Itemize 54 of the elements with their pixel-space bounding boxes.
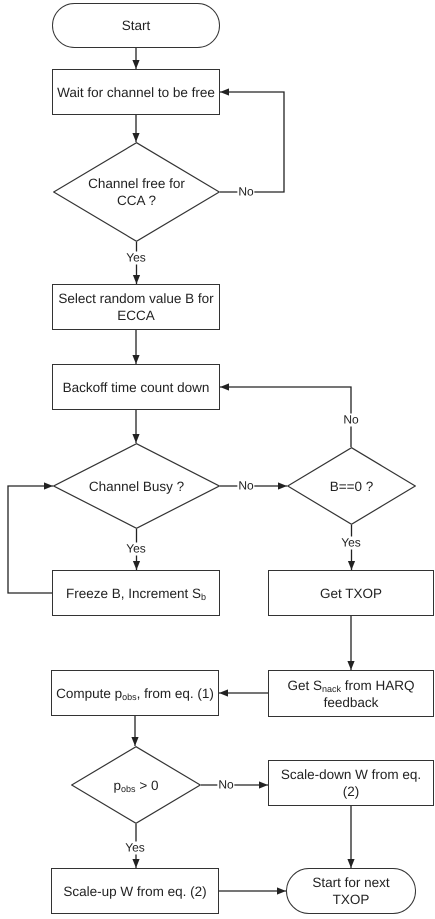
node-text: Channel Busy ? (88, 478, 184, 494)
edge-label: No (342, 414, 360, 426)
process-box (52, 69, 220, 115)
arrow (220, 88, 285, 193)
arrow (132, 330, 140, 364)
decision-diamond (71, 746, 201, 824)
node-text: Get S$_{nack}$ from HARQ feedback (286, 676, 416, 710)
node-text: Backoff time count down (62, 378, 210, 396)
process-box (51, 868, 219, 914)
node-text: Scale-down W from eq. (2) (280, 766, 422, 800)
node-text: Get TXOP (320, 584, 382, 602)
process-box (51, 670, 219, 716)
terminal-shape (52, 3, 220, 48)
arrow (348, 525, 356, 570)
process-box (52, 364, 220, 410)
node-text: Channel free for CCA ? (87, 175, 186, 209)
arrow (219, 689, 268, 697)
arrow (219, 887, 286, 895)
edge-label: Yes (340, 536, 362, 550)
terminal-shape (286, 868, 416, 914)
decision-diamond (53, 142, 220, 242)
node-text: Freeze B, Increment S$_{b}$ (66, 584, 206, 602)
node-text: B==0 ? (330, 478, 374, 494)
edge-label: No (237, 186, 255, 198)
process-box (268, 760, 434, 806)
process-box (52, 570, 220, 616)
node-text: Start for next TXOP (311, 874, 391, 908)
arrow (220, 383, 352, 447)
edge-label: No (237, 480, 255, 492)
arrow (132, 529, 140, 570)
decision-diamond (287, 447, 416, 525)
process-box (268, 570, 434, 616)
arrow (347, 806, 355, 868)
edge-label: Yes (125, 252, 147, 264)
node-text: p$_{obs}$ > 0 (114, 776, 158, 794)
arrow (132, 115, 140, 142)
arrow (132, 824, 140, 868)
edge-label: No (217, 778, 235, 792)
edge-label: Yes (124, 842, 146, 854)
node-text: Select random value B for ECCA (57, 290, 215, 324)
arrow (132, 48, 140, 69)
process-box (268, 670, 434, 717)
arrow (7, 482, 53, 594)
node-text: Compute p$_{obs}$, from eq. (1) (56, 684, 214, 702)
arrow (347, 616, 355, 670)
decision-diamond (53, 443, 220, 529)
edge-label: Yes (125, 542, 147, 556)
node-text: Start (122, 17, 150, 34)
arrow (132, 410, 140, 443)
arrow (131, 716, 139, 746)
node-text: Scale-up W from eq. (2) (63, 882, 207, 900)
process-box (52, 284, 220, 330)
arrow (132, 242, 140, 284)
node-text: Wait for channel to be free (57, 84, 215, 100)
